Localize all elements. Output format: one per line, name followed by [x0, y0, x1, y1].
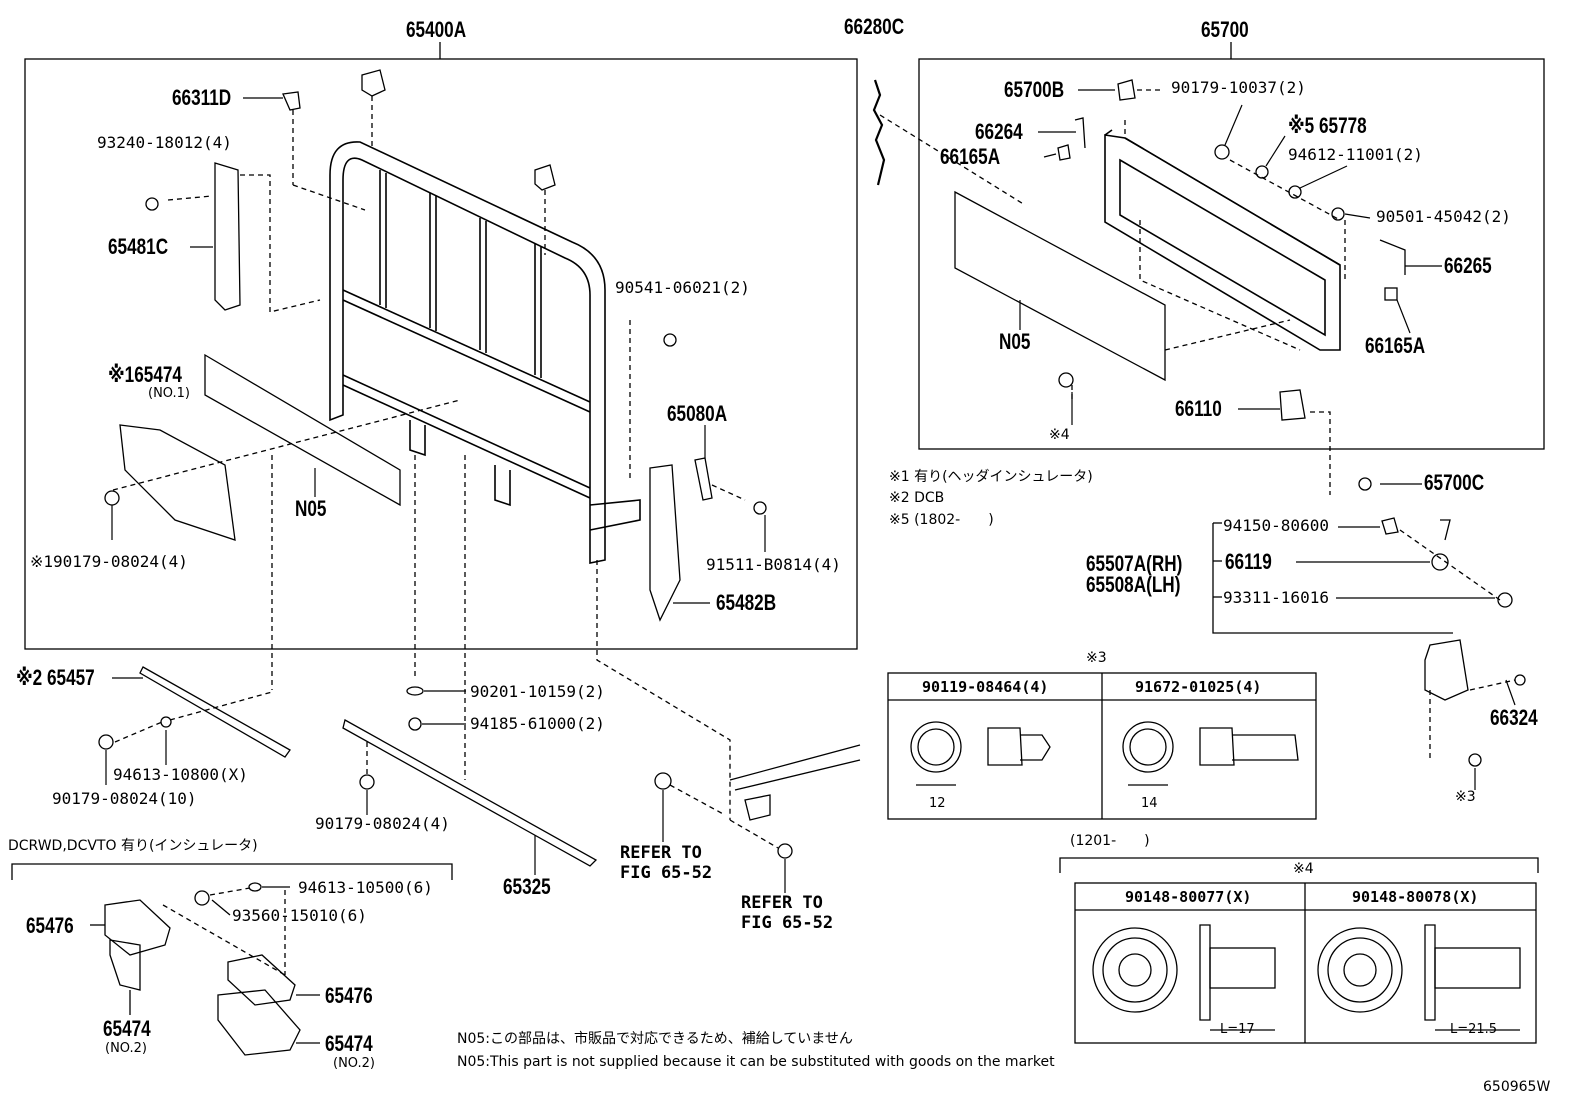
rail-65325 [342, 719, 598, 867]
footnote-japanese: N05:この部品は、市販品で対応できるため、補給していません [457, 1031, 853, 1047]
table-note-3 [887, 672, 1317, 820]
label-90179-08024-10: 90179-08024(10) [52, 789, 197, 808]
label-65325: 65325 [503, 874, 551, 899]
label-65476-right: 65476 [325, 983, 373, 1008]
label-94612-11001: 94612-11001(2) [1288, 145, 1423, 164]
label-91511-b0814: 91511-B0814(4) [706, 555, 841, 574]
label-mark4-bolt: ※4 [1049, 427, 1070, 443]
label-66110: 66110 [1175, 396, 1222, 421]
label-65474-no1-suffix: (NO.1) [148, 386, 190, 401]
label-66264: 66264 [975, 119, 1023, 144]
label-66324: 66324 [1490, 705, 1538, 730]
table3-mark: ※3 [1086, 650, 1107, 666]
label-90179-08024-4a: ※190179-08024(4) [30, 552, 188, 571]
label-94613-10800: 94613-10800(X) [113, 765, 248, 784]
label-65457: ※2 65457 [16, 665, 95, 690]
table4-range: (1201- ) [1070, 833, 1150, 849]
label-90541-06021: 90541-06021(2) [615, 278, 750, 297]
note-2: ※2 DCB [889, 490, 945, 506]
label-93311-16016: 93311-16016 [1223, 588, 1329, 607]
label-90501-45042: 90501-45042(2) [1376, 207, 1511, 226]
label-65508a: 65508A(LH) [1086, 572, 1181, 597]
diagram-code: 650965W [1483, 1079, 1551, 1095]
label-65474-left: 65474 [103, 1016, 151, 1041]
table-note-4 [1059, 857, 1539, 1044]
label-65474-left-suffix: (NO.2) [105, 1041, 147, 1056]
label-65476-left: 65476 [26, 913, 74, 938]
note-5: ※5 (1802- ) [889, 512, 994, 528]
label-66165a-top: 66165A [940, 144, 1001, 169]
label-66265: 66265 [1444, 253, 1492, 278]
group-frame-65400a [24, 58, 858, 650]
label-n05-right: N05 [999, 329, 1031, 354]
label-66119: 66119 [1225, 549, 1272, 574]
label-93560-15010: 93560-15010(6) [232, 906, 367, 925]
label-refer-2: REFER TO FIG 65-52 [741, 893, 834, 933]
label-94613-10500: 94613-10500(6) [298, 878, 433, 897]
table4-header-1: 90148-80077(X) [1125, 888, 1252, 906]
label-65080a: 65080A [667, 401, 728, 426]
table4-length-2: L=21.5 [1450, 1022, 1498, 1037]
table3-dim-2: 14 [1141, 796, 1158, 811]
note-1: ※1 有り(ヘッダインシュレータ) [889, 469, 1093, 485]
label-66280c: 66280C [844, 14, 905, 39]
label-65474-right: 65474 [325, 1031, 373, 1056]
label-65481c: 65481C [108, 234, 169, 259]
label-90179-08024-4b: 90179-08024(4) [315, 814, 450, 833]
footnote-english: N05:This part is not supplied because it… [457, 1054, 1055, 1070]
label-65700c: 65700C [1424, 470, 1485, 495]
label-90179-10037: 90179-10037(2) [1171, 78, 1306, 97]
table4-header-2: 90148-80078(X) [1352, 888, 1479, 906]
insulator-plate-n05-right [954, 190, 1166, 382]
label-94185-61000: 94185-61000(2) [470, 714, 605, 733]
table3-dim-1: 12 [929, 796, 946, 811]
label-65700: 65700 [1201, 17, 1249, 42]
label-66165a-right: 66165A [1365, 333, 1426, 358]
label-94150-80600: 94150-80600 [1223, 516, 1329, 535]
table4-mark: ※4 [1293, 861, 1314, 877]
label-65778: ※5 65778 [1288, 113, 1367, 138]
label-90201-10159: 90201-10159(2) [470, 682, 605, 701]
label-dcrwd-section: DCRWD,DCVTO 有り(インシュレータ) [8, 838, 258, 854]
table4-length-1: L=17 [1220, 1022, 1255, 1037]
lamp-housing [1104, 129, 1341, 351]
label-65700b: 65700B [1004, 77, 1065, 102]
table3-header-1: 90119-08464(4) [922, 678, 1049, 696]
label-66311d: 66311D [172, 85, 232, 110]
label-65400a: 65400A [406, 17, 467, 42]
rail-65457 [139, 666, 291, 758]
headboard-frame [329, 141, 641, 564]
label-65474-right-suffix: (NO.2) [333, 1056, 375, 1071]
label-65482b: 65482B [716, 590, 777, 615]
label-65507a: 65507A(RH) [1086, 551, 1183, 576]
label-refer-1: REFER TO FIG 65-52 [620, 843, 713, 883]
label-mark3-bolt: ※3 [1455, 789, 1476, 805]
label-n05-left: N05 [295, 496, 327, 521]
table3-header-2: 91672-01025(4) [1135, 678, 1262, 696]
label-93240-18012: 93240-18012(4) [97, 133, 232, 152]
label-65474-no1: ※165474 [108, 362, 182, 387]
